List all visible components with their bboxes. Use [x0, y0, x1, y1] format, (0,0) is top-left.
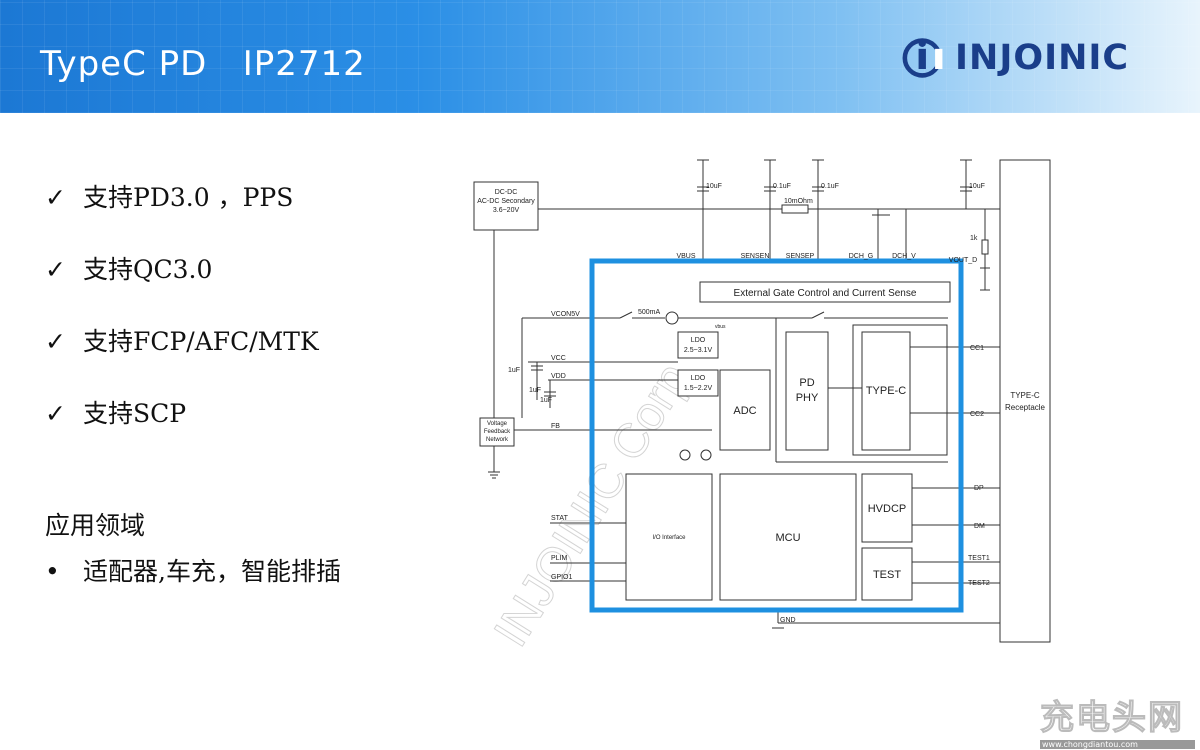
vfb-label: Voltage	[487, 421, 508, 427]
application-text: 适配器,车充，智能排插	[83, 557, 341, 586]
cap-label: 1uF	[529, 387, 541, 394]
feature-item: ✓ 支持QC3.0	[45, 250, 212, 286]
application-item: • 适配器,车充，智能排插	[45, 552, 341, 588]
pin-label: DCH_G	[849, 253, 874, 260]
bullet-icon: •	[45, 557, 60, 586]
pin-label: CC1	[970, 345, 984, 352]
check-icon: ✓	[45, 255, 66, 284]
feature-text: 支持PD3.0 ，PPS	[83, 183, 294, 212]
dcdc-label: 3.6~20V	[493, 207, 520, 214]
cap-label: 10uF	[706, 183, 722, 190]
receptacle-label: Receptacle	[1005, 403, 1046, 412]
injoinic-logo-icon	[902, 38, 943, 78]
pin-label: VDD	[551, 373, 566, 380]
pin-label: DM	[974, 523, 985, 530]
vfb-label: Network	[486, 437, 509, 443]
pdphy-label: PHY	[796, 392, 819, 404]
pin-label: GPIO1	[551, 574, 573, 581]
pin-label: SENSEN	[741, 253, 770, 260]
feature-item: ✓ 支持PD3.0 ，PPS	[45, 178, 293, 214]
feature-text: 支持SCP	[83, 399, 187, 428]
dcdc-label: AC-DC Secondary	[477, 198, 535, 205]
ext-gate-label: External Gate Control and Current Sense	[734, 288, 917, 299]
pin-label: TEST2	[968, 580, 990, 587]
pin-label: FB	[551, 423, 560, 430]
pin-label: VOUT_D	[949, 257, 977, 264]
cap-label: 1uF	[508, 367, 520, 374]
test-label: TEST	[873, 569, 901, 581]
feature-item: ✓ 支持FCP/AFC/MTK	[45, 322, 319, 358]
page-title: TypeC PD IP2712	[40, 44, 366, 84]
pin-label: CC2	[970, 411, 984, 418]
io-label: I/O Interface	[652, 535, 686, 541]
feature-text: 支持QC3.0	[83, 255, 213, 284]
pin-label: DP	[974, 485, 984, 492]
cap-label: 10uF	[969, 183, 985, 190]
pin-label: VCON5V	[551, 311, 580, 318]
check-icon: ✓	[45, 183, 66, 212]
site-watermark-logo: 充电头网	[1040, 698, 1184, 739]
typec-block-label: TYPE-C	[866, 385, 906, 397]
resistor-label: 1k	[970, 235, 978, 242]
logo-wordmark: INJOINIC	[955, 38, 1130, 78]
ldo-label: 1.5~2.2V	[684, 385, 713, 392]
receptacle-label: TYPE-C	[1010, 391, 1040, 400]
feature-text: 支持FCP/AFC/MTK	[83, 327, 319, 356]
dcdc-label: DC-DC	[495, 189, 518, 196]
vbus-label: vbus	[715, 324, 726, 330]
pin-label: PLIM	[551, 555, 568, 562]
mcu-label: MCU	[775, 532, 800, 544]
gnd-label: GND	[780, 617, 796, 624]
check-icon: ✓	[45, 399, 66, 428]
site-watermark-url: www.chongdiantou.com	[1040, 740, 1195, 749]
current-label: 500mA	[638, 309, 661, 316]
ldo-label: LDO	[691, 337, 706, 344]
pdphy-label: PD	[799, 377, 814, 389]
cap-label: 0.1uF	[773, 183, 791, 190]
pin-label: VBUS	[676, 253, 695, 260]
adc-label: ADC	[733, 405, 756, 417]
application-heading: 应用领域	[45, 511, 146, 540]
pin-label: STAT	[551, 515, 569, 522]
resistor-label: 10mOhm	[784, 198, 813, 205]
pin-label: TEST1	[968, 555, 990, 562]
pin-label: VCC	[551, 355, 566, 362]
pin-label: DCH_V	[892, 253, 916, 260]
ldo-label: LDO	[691, 375, 706, 382]
site-watermark: 充电头网 www.chongdiantou.com	[1040, 690, 1195, 749]
pin-label: SENSEP	[786, 253, 815, 260]
cap-label: 0.1uF	[821, 183, 839, 190]
vfb-label: Feedback	[484, 429, 511, 435]
hvdcp-label: HVDCP	[868, 503, 907, 515]
check-icon: ✓	[45, 327, 66, 356]
header-banner: TypeC PD IP2712 INJOINIC	[0, 0, 1200, 113]
feature-item: ✓ 支持SCP	[45, 394, 186, 430]
cap-label: 1uF	[540, 397, 552, 404]
ldo-label: 2.5~3.1V	[684, 347, 713, 354]
chip-highlight-border	[589, 258, 964, 613]
